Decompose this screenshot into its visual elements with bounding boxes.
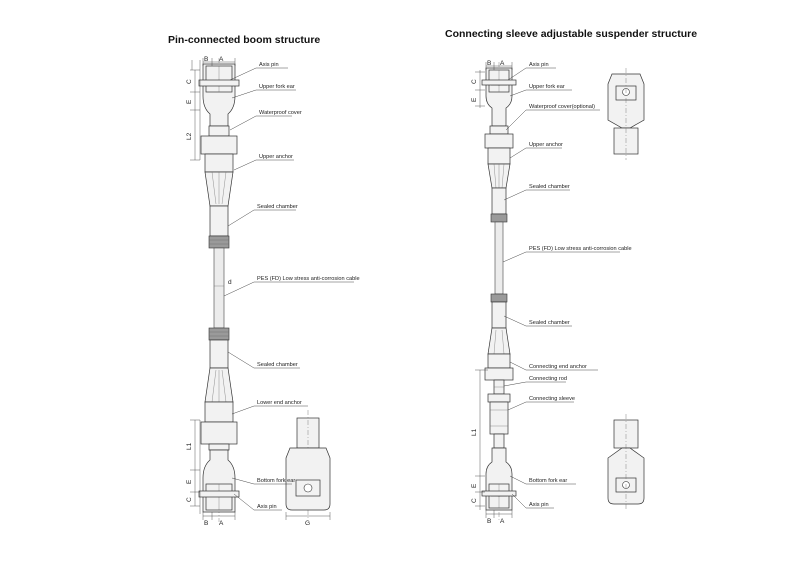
right-dim-C-bottom: C bbox=[471, 498, 478, 503]
right-dim-E-top: E bbox=[471, 97, 478, 102]
right-connecting-sleeve bbox=[487, 393, 511, 449]
right-label-connecting-rod: Connecting rod bbox=[529, 376, 567, 382]
left-dim-C-bottom: C bbox=[186, 497, 193, 502]
left-label-lower-end-anchor: Lower end anchor bbox=[257, 400, 302, 406]
left-axis-pin-bottom bbox=[198, 490, 240, 498]
right-dim-E-bottom: E bbox=[471, 483, 478, 488]
right-label-bottom-fork-ear: Bottom fork ear bbox=[529, 478, 567, 484]
right-label-cable: PES (FD) Low stress anti-corrosion cable bbox=[529, 246, 632, 252]
left-dim-L1: L1 bbox=[186, 442, 193, 450]
left-dim-B-top: B bbox=[204, 56, 208, 63]
left-waterproof-cover bbox=[208, 125, 230, 137]
left-sealed-chamber-top bbox=[208, 205, 230, 249]
right-bottom-fork-ear bbox=[485, 447, 513, 511]
left-title: Pin-connected boom structure bbox=[168, 34, 320, 46]
right-dim-L1: L1 bbox=[471, 428, 478, 436]
left-side-view bbox=[285, 410, 331, 520]
right-sealed-chamber-top bbox=[490, 187, 508, 223]
left-upper-fork-ear bbox=[202, 63, 236, 127]
right-upper-fork-ear bbox=[485, 67, 513, 127]
left-dim-E-top: E bbox=[186, 99, 193, 104]
left-dim-A-top: A bbox=[219, 56, 224, 63]
right-dim-B-bottom: B bbox=[487, 518, 491, 525]
right-label-upper-anchor: Upper anchor bbox=[529, 142, 563, 148]
left-label-upper-anchor: Upper anchor bbox=[259, 154, 293, 160]
right-label-upper-fork-ear: Upper fork ear bbox=[529, 84, 565, 90]
right-label-axis-pin-top: Axis pin bbox=[529, 62, 549, 68]
left-dimensions bbox=[190, 58, 331, 520]
right-label-axis-pin-bottom: Axis pin bbox=[529, 502, 549, 508]
left-bottom-fork-ear bbox=[202, 449, 236, 513]
right-side-view-bottom bbox=[607, 414, 645, 510]
left-label-bottom-fork-ear: Bottom fork ear bbox=[257, 478, 295, 484]
right-label-connecting-sleeve: Connecting sleeve bbox=[529, 396, 575, 402]
right-dim-A-top: A bbox=[500, 60, 505, 67]
right-title: Connecting sleeve adjustable suspender s… bbox=[445, 28, 697, 40]
right-label-waterproof-cover: Waterproof cover(optional) bbox=[529, 104, 595, 110]
left-dim-L2: L2 bbox=[186, 132, 193, 140]
right-axis-pin-bottom bbox=[481, 490, 517, 497]
left-sealed-chamber-bottom bbox=[208, 327, 230, 369]
left-leaders bbox=[223, 67, 354, 511]
left-dim-A-bottom: A bbox=[219, 520, 224, 527]
right-dimensions bbox=[475, 62, 513, 518]
left-label-axis-pin-top: Axis pin bbox=[259, 62, 279, 68]
left-dim-B-bottom: B bbox=[204, 520, 208, 527]
left-upper-anchor bbox=[200, 135, 238, 207]
right-sealed-chamber-bottom bbox=[490, 293, 508, 329]
right-upper-anchor bbox=[484, 133, 514, 189]
left-assembly: B A C E L2 d L1 E C B A G Axis pin Upper… bbox=[186, 56, 360, 527]
left-dim-E-bottom: E bbox=[186, 479, 193, 484]
right-dim-A-bottom: A bbox=[500, 518, 505, 525]
left-label-upper-fork-ear: Upper fork ear bbox=[259, 84, 295, 90]
left-label-waterproof-cover: Waterproof cover bbox=[259, 110, 302, 116]
left-dim-d: d bbox=[228, 279, 232, 286]
right-label-connecting-end-anchor: Connecting end anchor bbox=[529, 364, 587, 370]
right-label-sealed-chamber-top: Sealed chamber bbox=[529, 184, 570, 190]
right-assembly: B A C E L1 E C B A Axis pin Upper fork e… bbox=[471, 60, 645, 525]
right-axis-pin-top bbox=[481, 79, 517, 86]
right-side-view-top bbox=[607, 68, 645, 160]
right-leaders bbox=[502, 67, 620, 509]
left-dim-C-top: C bbox=[186, 79, 193, 84]
right-label-sealed-chamber-bottom: Sealed chamber bbox=[529, 320, 570, 326]
right-cable bbox=[494, 221, 504, 295]
left-cable bbox=[213, 247, 225, 329]
left-lower-end-anchor bbox=[200, 367, 238, 451]
left-label-sealed-chamber-top: Sealed chamber bbox=[257, 204, 298, 210]
left-dim-G: G bbox=[305, 520, 310, 527]
right-dim-B-top: B bbox=[487, 60, 491, 67]
right-waterproof-cover bbox=[489, 125, 509, 135]
right-connecting-end-anchor bbox=[484, 327, 514, 381]
left-label-axis-pin-bottom: Axis pin bbox=[257, 504, 277, 510]
right-dim-C-top: C bbox=[471, 79, 478, 84]
left-label-cable: PES (FD) Low stress anti-corrosion cable bbox=[257, 276, 360, 282]
left-axis-pin-top bbox=[198, 79, 240, 87]
left-label-sealed-chamber-bottom: Sealed chamber bbox=[257, 362, 298, 368]
